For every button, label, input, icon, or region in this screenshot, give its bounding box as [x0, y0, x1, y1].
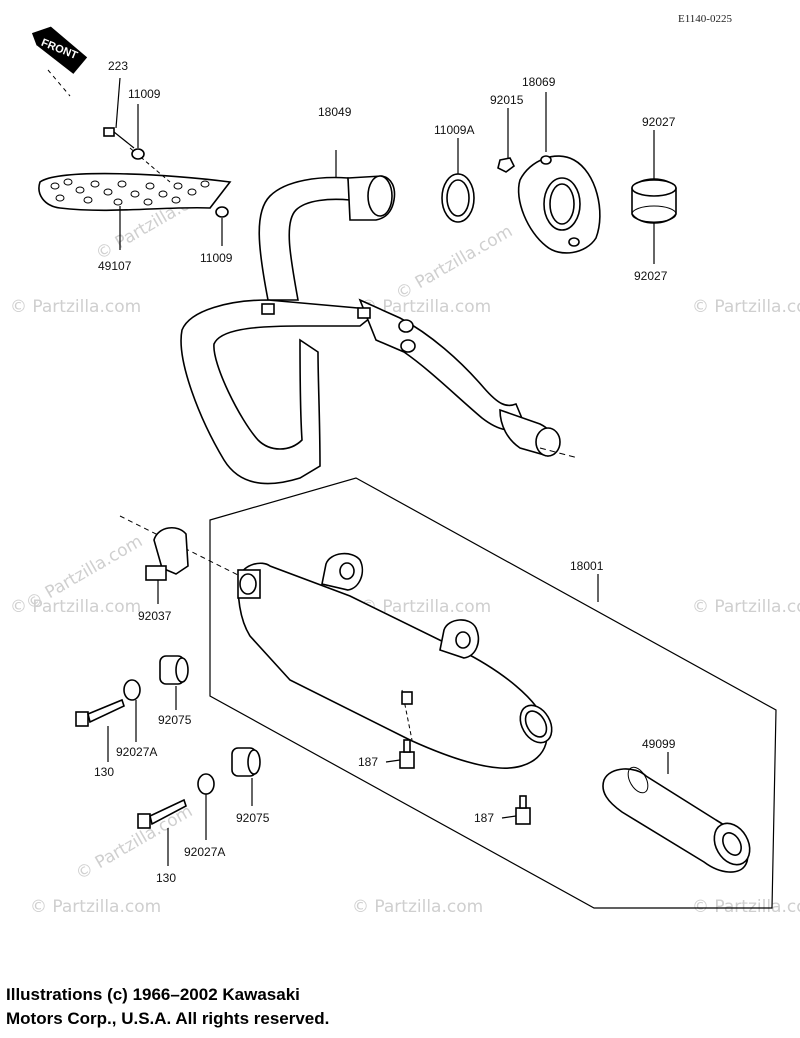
part-label: 92075	[236, 811, 270, 825]
watermark: © Partzilla.com	[692, 297, 800, 317]
watermark: © Partzilla.com	[360, 297, 491, 317]
collar-92027A-b	[197, 773, 215, 795]
watermark: © Partzilla.com	[360, 597, 491, 617]
collar-92027A-a	[123, 679, 141, 701]
part-label: 92015	[490, 93, 524, 107]
part-label: 187	[358, 755, 378, 769]
watermark: © Partzilla.com	[692, 897, 800, 917]
copyright-line: Motors Corp., U.S.A. All rights reserved…	[6, 1009, 330, 1028]
leader-lines	[107, 77, 669, 866]
watermark: © Partzilla.com	[692, 597, 800, 617]
copyright-notice: Illustrations (c) 1966–2002 Kawasaki Mot…	[6, 983, 706, 1031]
part-label: 92027	[634, 269, 668, 283]
bolt-187-b	[515, 795, 531, 825]
part-label: 49107	[98, 259, 132, 273]
part-label: 11009	[200, 251, 233, 265]
watermark: © Partzilla.com	[73, 801, 197, 884]
watermark: © Partzilla.com	[30, 897, 161, 917]
part-label: 11009A	[434, 123, 474, 137]
part-labels: 223 11009 49107 11009 18049 11009A 92015…	[94, 59, 676, 885]
flange-18069	[517, 155, 601, 254]
part-label: 11009	[128, 87, 161, 101]
part-label: 223	[108, 59, 128, 73]
heat-guard	[38, 172, 232, 212]
part-label: 187	[474, 811, 494, 825]
washer-11009-top	[131, 148, 145, 160]
bolt-130-a	[75, 698, 125, 727]
front-arrow-icon: FRONT	[31, 26, 88, 97]
washer-11009-bottom	[215, 206, 229, 218]
part-label: 92027	[642, 115, 676, 129]
diagram-code: E1140-0225	[678, 13, 732, 25]
nut-92015	[497, 157, 516, 173]
header-pipe	[180, 150, 579, 485]
part-label: 18069	[522, 75, 556, 89]
spark-arrester-49099	[602, 766, 751, 873]
watermark: © Partzilla.com	[393, 221, 517, 304]
copyright-line: Illustrations (c) 1966–2002 Kawasaki	[6, 985, 300, 1004]
watermark: © Partzilla.com	[10, 297, 141, 317]
exhaust-parts-diagram: © Partzilla.com © Partzilla.com © Partzi…	[10, 13, 800, 917]
part-label: 130	[94, 765, 114, 779]
part-label: 130	[156, 871, 176, 885]
muffler-group-box	[209, 477, 777, 909]
part-label: 18001	[570, 559, 604, 573]
grommet-92075-a	[159, 655, 189, 685]
part-label: 49099	[642, 737, 676, 751]
clamp-92037	[145, 527, 189, 581]
part-label: 92027A	[184, 845, 225, 859]
part-label: 92027A	[116, 745, 157, 759]
watermark: © Partzilla.com	[10, 597, 141, 617]
grommet-92075-b	[231, 747, 261, 777]
part-label: 92075	[158, 713, 192, 727]
bolt-130-b	[137, 798, 187, 829]
part-label: 92037	[138, 609, 172, 623]
clamp-ring-92027	[631, 178, 677, 224]
part-label: 18049	[318, 105, 352, 119]
muffler-18001	[119, 515, 553, 769]
watermark: © Partzilla.com	[352, 897, 483, 917]
